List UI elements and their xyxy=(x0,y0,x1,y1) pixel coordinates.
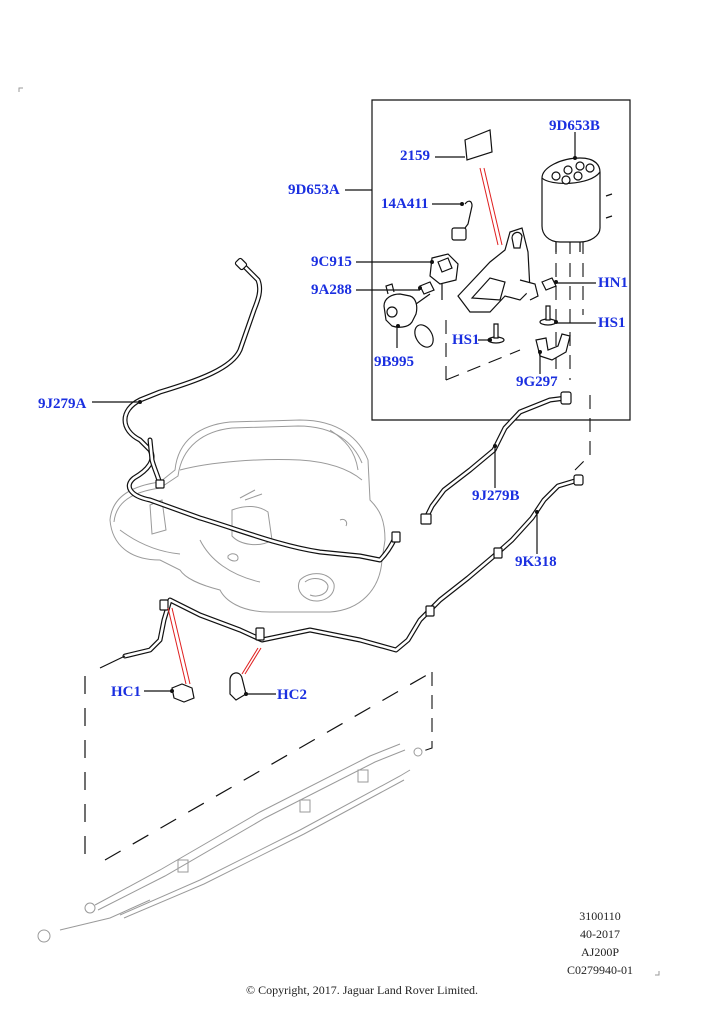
clip-HC2 xyxy=(229,647,262,701)
guide-line xyxy=(445,349,521,381)
callout-HS1-left[interactable]: HS1 xyxy=(452,332,480,348)
callout-9G297[interactable]: 9G297 xyxy=(516,374,558,390)
pipe-9J279B xyxy=(420,391,572,525)
reference-engine: AJ200P xyxy=(580,945,619,959)
clip-HC1 xyxy=(167,607,195,703)
callout-9J279B[interactable]: 9J279B xyxy=(472,488,520,504)
reference-code: 3100110 xyxy=(579,909,621,923)
corner-mark-bottom-right xyxy=(655,971,660,976)
callout-9B995[interactable]: 9B995 xyxy=(374,354,415,370)
callout-9D653A[interactable]: 9D653A xyxy=(288,182,340,198)
connector-9G297 xyxy=(535,333,571,361)
stud-HS1-left xyxy=(487,323,505,344)
guide-line xyxy=(419,672,433,753)
valve-9C915 xyxy=(429,253,459,300)
leader-lines xyxy=(92,156,596,695)
clamp-9A288 xyxy=(418,281,435,295)
callout-9A288[interactable]: 9A288 xyxy=(311,282,352,298)
copyright-notice: © Copyright, 2017. Jaguar Land Rover Lim… xyxy=(245,983,479,997)
callout-HC1[interactable]: HC1 xyxy=(111,684,141,700)
callout-9D653B[interactable]: 9D653B xyxy=(549,118,600,134)
callout-HN1[interactable]: HN1 xyxy=(598,275,628,291)
callout-9J279A[interactable]: 9J279A xyxy=(38,396,87,412)
sensor-14A411 xyxy=(451,200,473,241)
pipe-9K318 xyxy=(99,474,584,669)
callout-HS1-right[interactable]: HS1 xyxy=(598,315,626,331)
assembly-frame xyxy=(371,99,631,421)
stud-HS1-right xyxy=(539,305,558,326)
pipe-harness-assembly xyxy=(37,743,423,943)
gasket-2159 xyxy=(464,129,503,246)
callout-9K318[interactable]: 9K318 xyxy=(515,554,557,570)
guide-line xyxy=(574,395,591,471)
corner-mark-top-left xyxy=(18,87,23,92)
guide-line xyxy=(104,671,433,861)
reference-range: 40-2017 xyxy=(580,927,620,941)
fuel-tank-outline xyxy=(109,419,386,613)
callout-9C915[interactable]: 9C915 xyxy=(311,254,352,270)
canister-bracket xyxy=(457,227,539,313)
callout-HC2[interactable]: HC2 xyxy=(277,687,307,703)
evap-canister-9D653B xyxy=(541,132,613,252)
filter-9B995 xyxy=(383,283,434,348)
reference-illustration-id: C0279940-01 xyxy=(567,963,633,977)
pipe-9J279A xyxy=(122,257,401,563)
callout-14A411[interactable]: 14A411 xyxy=(381,196,429,212)
callout-2159[interactable]: 2159 xyxy=(400,148,430,164)
